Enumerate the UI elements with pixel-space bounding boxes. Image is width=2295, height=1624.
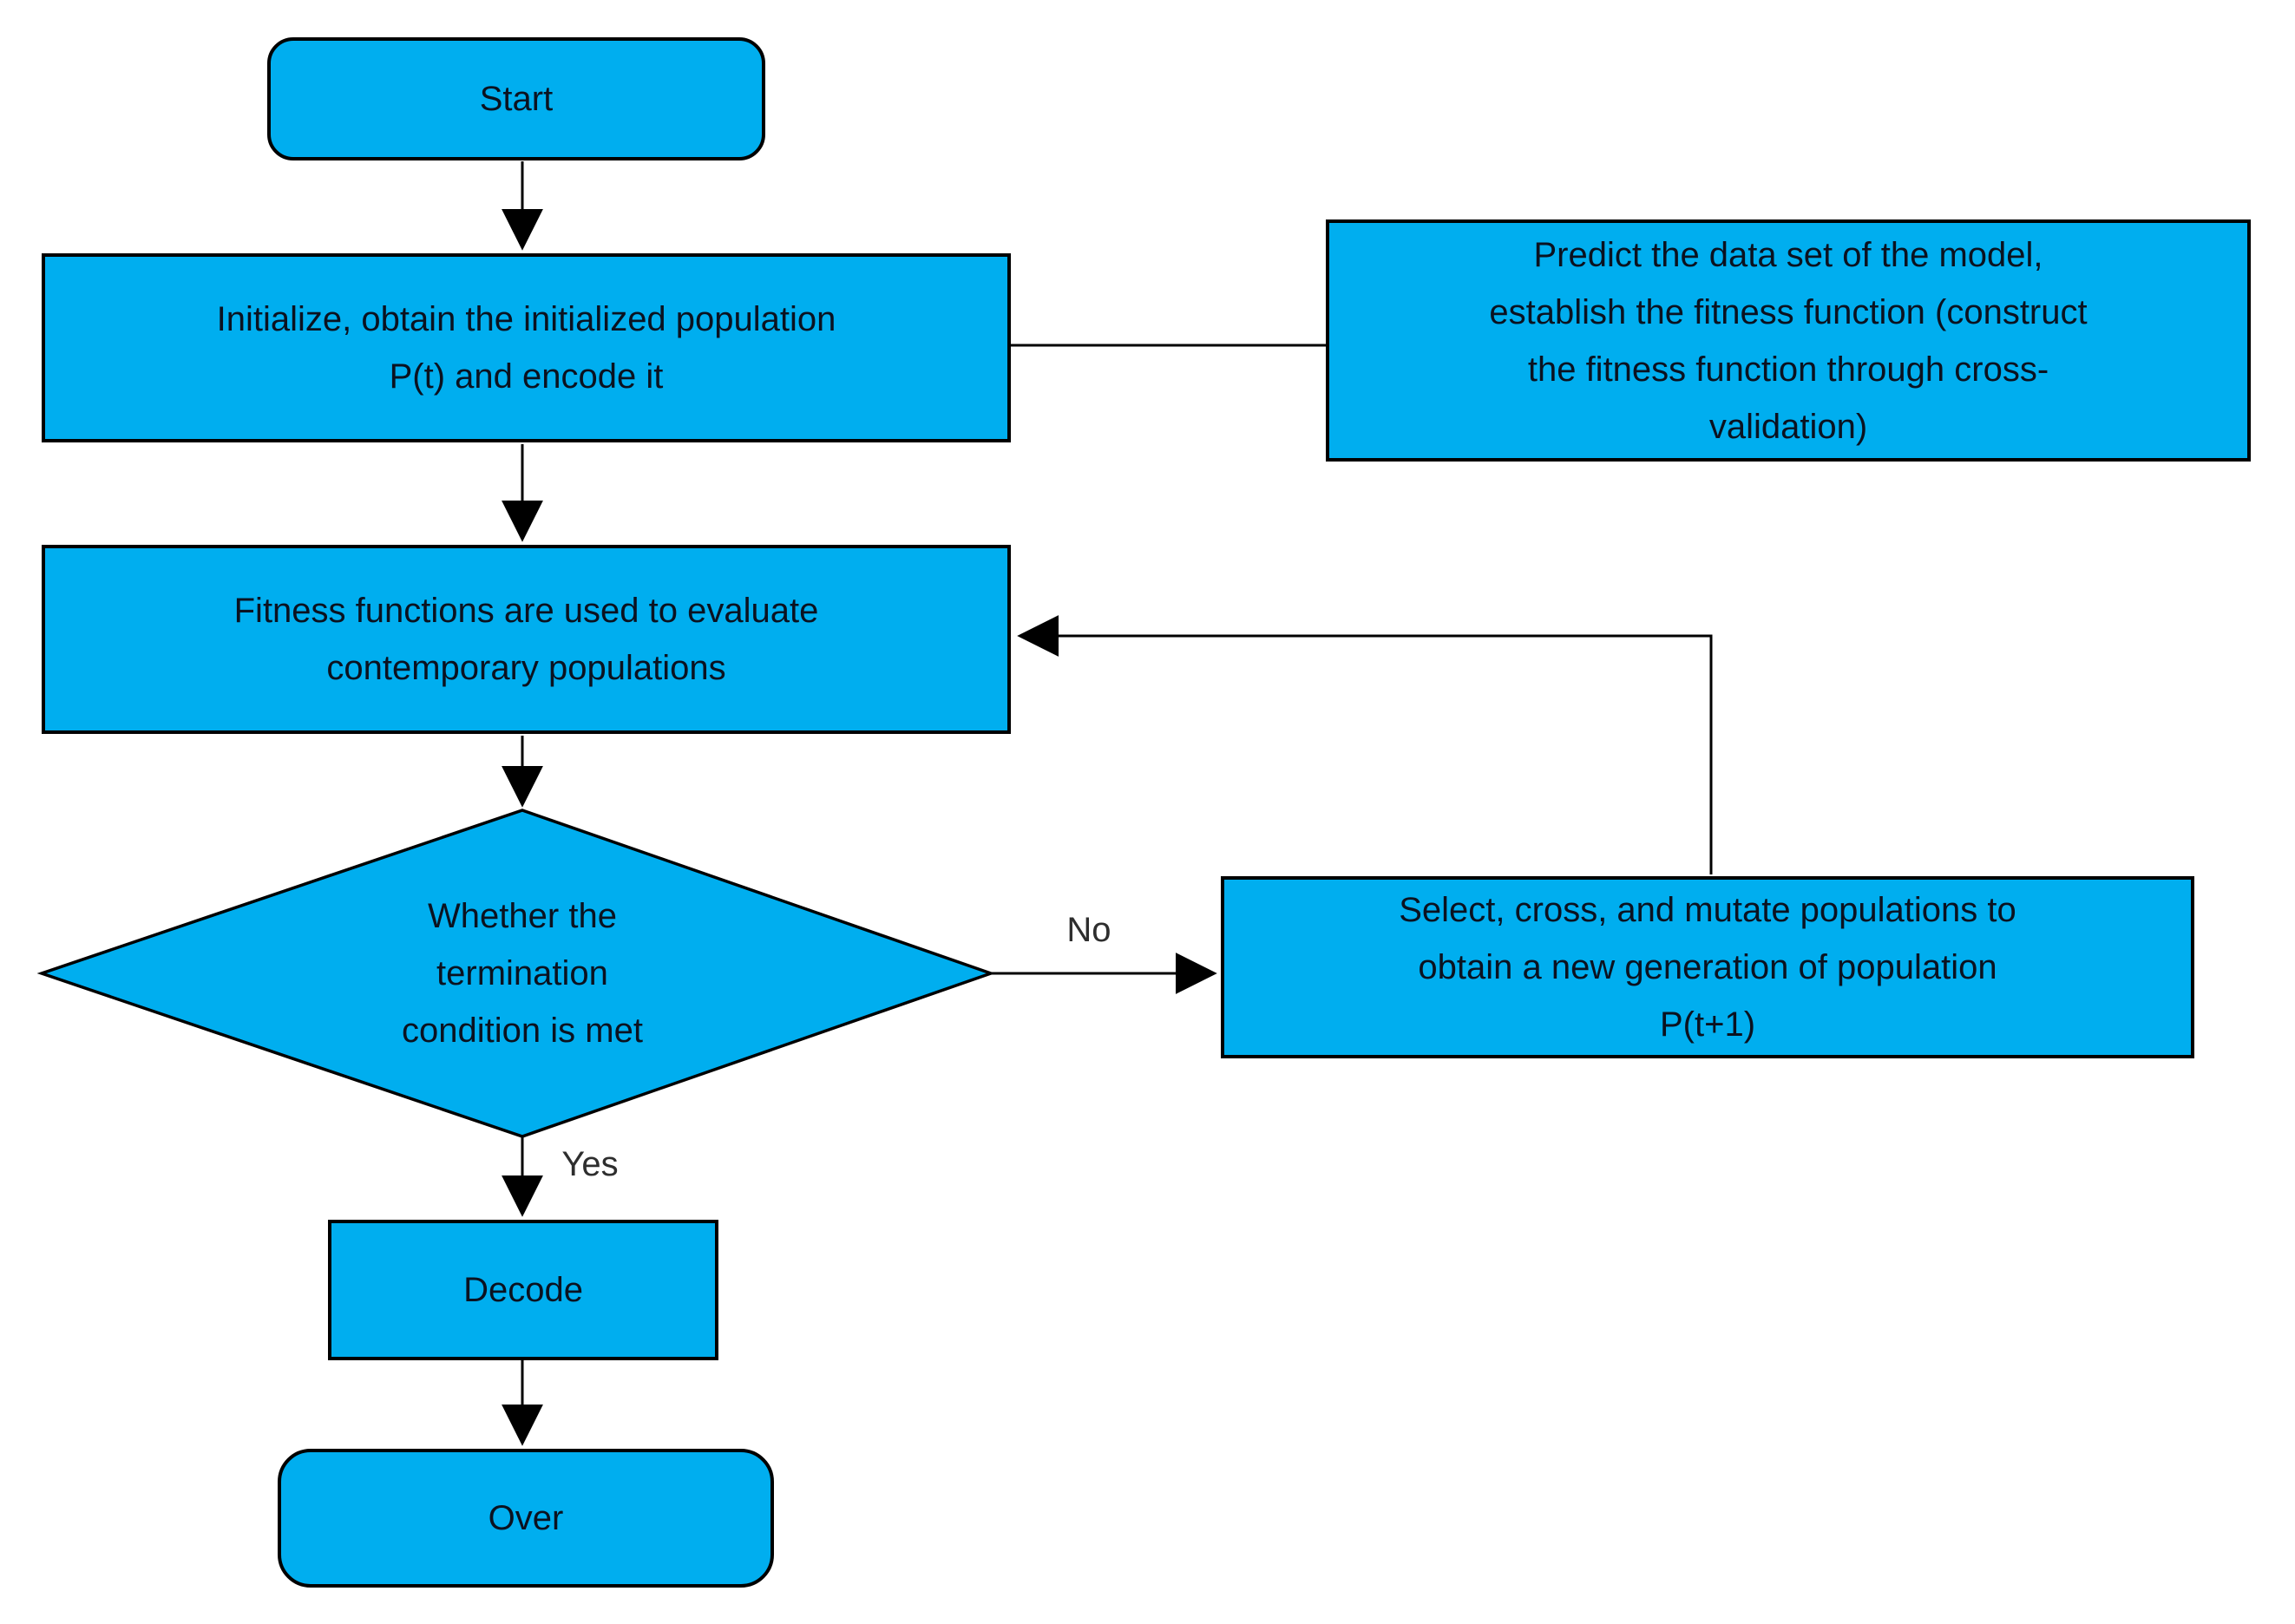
over-label: Over (488, 1499, 564, 1537)
initialize-node: Initialize, obtain the initialized popul… (42, 253, 1011, 442)
start-node: Start (267, 37, 765, 160)
decode-node: Decode (328, 1220, 718, 1360)
predict-node: Predict the data set of the model, estab… (1326, 219, 2251, 462)
decision-diamond-shape (36, 809, 996, 1138)
decision-node: Whether the termination condition is met (262, 878, 783, 1069)
edge-select-fitness-feedback (1017, 615, 1713, 874)
decision-label: Whether the termination condition is met (402, 897, 643, 1050)
decode-label: Decode (463, 1271, 583, 1309)
no-label: No (1066, 911, 1111, 949)
over-node: Over (278, 1449, 774, 1588)
yes-label: Yes (561, 1145, 619, 1183)
fitness-label: Fitness functions are used to evaluate c… (233, 592, 819, 687)
initialize-label: Initialize, obtain the initialized popul… (216, 300, 836, 396)
select-label: Select, cross, and mutate populations to… (1399, 891, 2016, 1044)
start-label: Start (479, 80, 554, 118)
predict-label: Predict the data set of the model, estab… (1489, 235, 2088, 446)
select-node: Select, cross, and mutate populations to… (1221, 876, 2194, 1058)
fitness-node: Fitness functions are used to evaluate c… (42, 545, 1011, 734)
